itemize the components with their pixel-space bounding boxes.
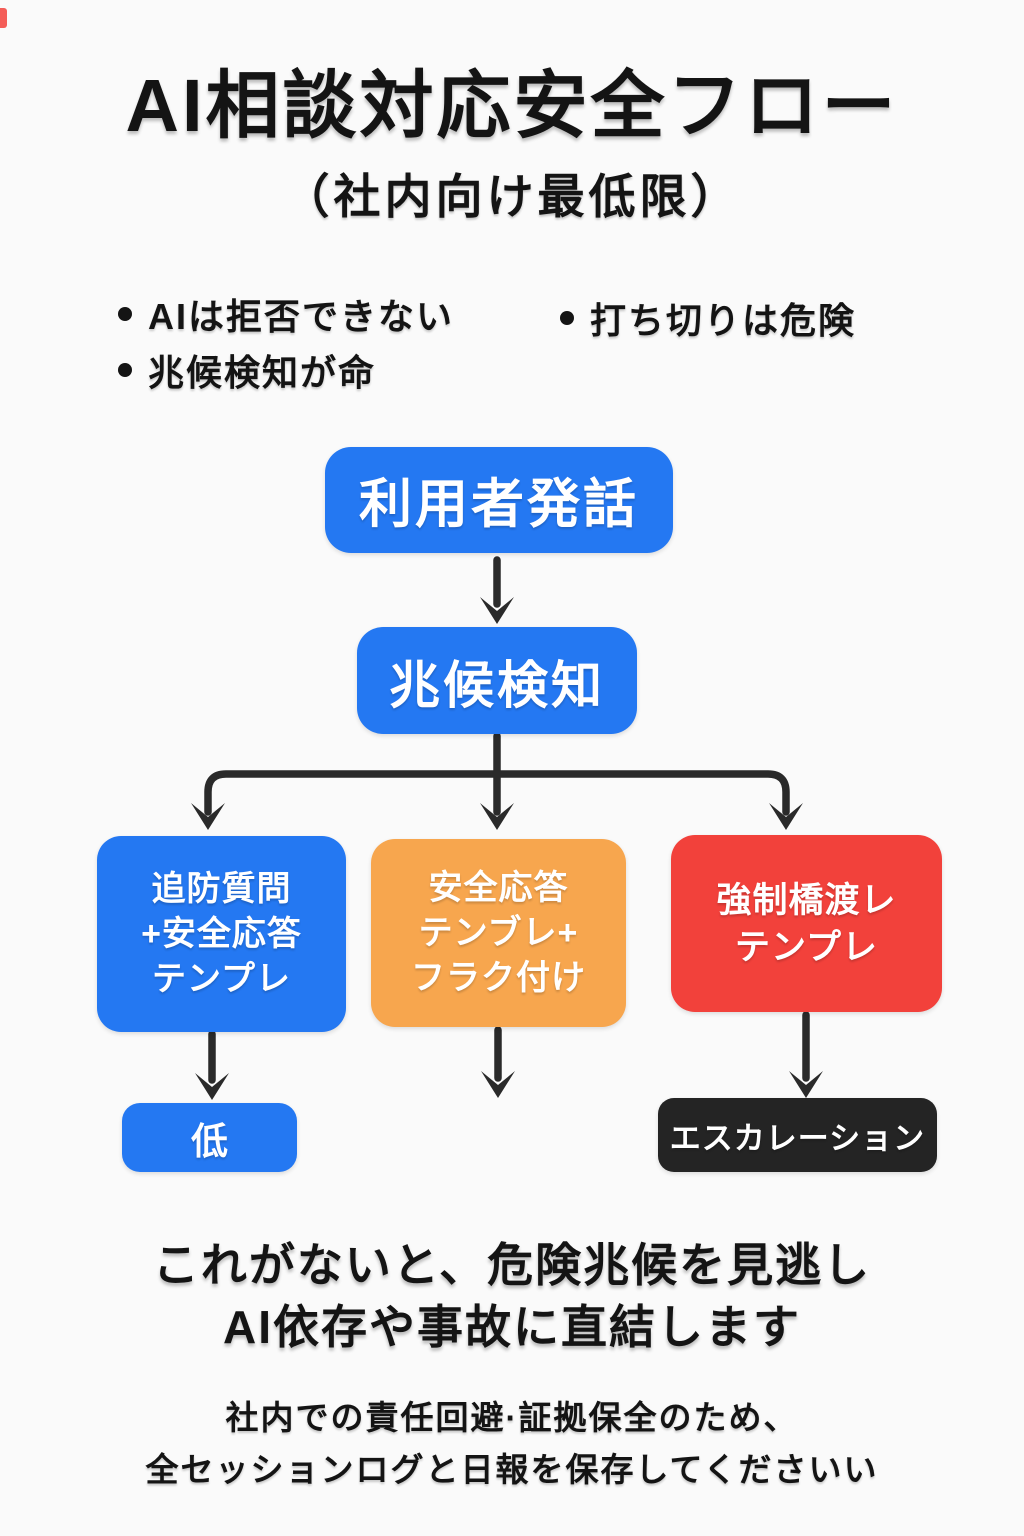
flow-node-escalation: エスカレーション [658, 1098, 937, 1172]
branch-line: テンプレ [152, 959, 291, 998]
flow-node-user-utterance: 利用者発話 [325, 447, 673, 553]
edge-artifact [0, 8, 7, 28]
bullet-dot-icon [560, 311, 574, 325]
page-subtitle: （社内向け最低限） [282, 170, 742, 223]
arrow-mid-branch-down [481, 1026, 515, 1098]
arrow-left-branch-to-low [195, 1030, 229, 1100]
bullet-label: AIは拒否できない [148, 296, 455, 337]
warning-text: これがないと、危険兆候を見逃し AI依存や事故に直結します [0, 1234, 1024, 1358]
flow-node-followup-template: 追防質問 +安全応答 テンプレ [97, 836, 346, 1032]
bullet-item-sign-detection: 兆候検知が命 [118, 344, 376, 396]
flow-node-low-risk: 低 [122, 1103, 297, 1172]
footer-line-1: 社内での責任回避·証拠保全のため、 [225, 1399, 799, 1436]
bullet-label: 打ち切りは危険 [590, 300, 857, 341]
branch-line: テンプレ [735, 927, 878, 967]
branch-line: フラク付け [411, 958, 586, 997]
flow-node-safe-response-flag: 安全応答 テンブレ+ フラク付け [371, 839, 626, 1027]
arrow-detect-branch-connector [191, 732, 803, 830]
bullet-dot-icon [118, 363, 132, 377]
branch-line: 強制橋渡レ [716, 880, 897, 920]
branch-line: テンブレ+ [418, 913, 579, 952]
arrow-start-to-detect [480, 556, 514, 624]
page-title: AI相談対応安全フロー [125, 64, 899, 147]
flow-node-sign-detection: 兆候検知 [357, 627, 637, 734]
bullet-dot-icon [118, 307, 132, 321]
flow-node-forced-handover-template: 強制橋渡レ テンプレ [671, 835, 942, 1012]
warning-line-2: AI依存や事故に直結します [223, 1301, 801, 1353]
branch-line: 追防質問 [151, 869, 292, 908]
bullet-item-cutoff-danger: 打ち切りは危険 [560, 292, 856, 344]
arrow-right-branch-to-escalation [789, 1011, 823, 1098]
bullet-label: 兆候検知が命 [148, 352, 377, 393]
bullet-item-cannot-refuse: AIは拒否できない [118, 288, 454, 340]
footer-note: 社内での責任回避·証拠保全のため、 全セッションログと日報を保存してくださいい [0, 1392, 1024, 1496]
branch-line: 安全応答 [428, 868, 569, 907]
footer-line-2: 全セッションログと日報を保存してくださいい [145, 1451, 879, 1488]
warning-line-1: これがないと、危険兆候を見逃し [152, 1239, 872, 1291]
branch-line: +安全応答 [141, 914, 302, 953]
